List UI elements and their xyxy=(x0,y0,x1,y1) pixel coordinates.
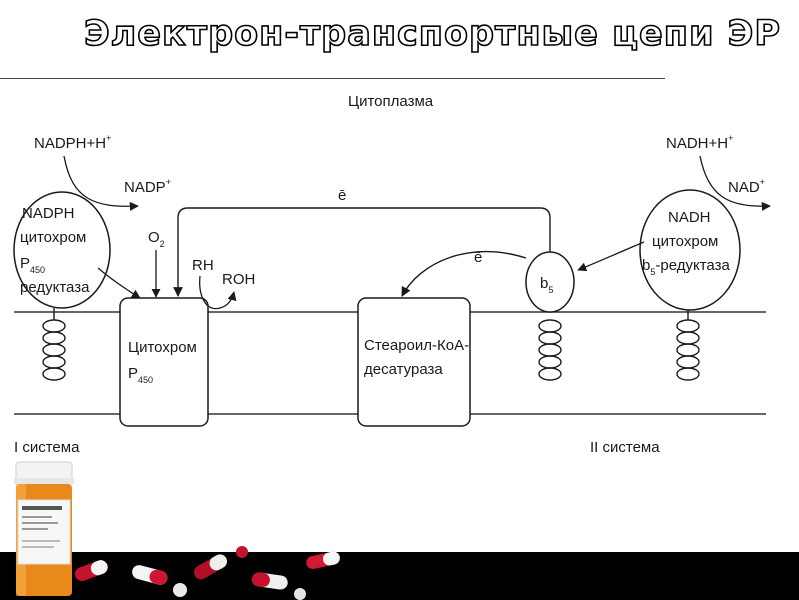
nadph-h-label: NADPH+H+ xyxy=(34,133,111,152)
decorative-medicine-bottle xyxy=(14,461,74,596)
nadh-h-label: NADH+H+ xyxy=(666,133,733,152)
nadh-reductase-circle xyxy=(639,189,741,311)
title-divider xyxy=(0,78,665,79)
reductase-to-p450-arrow xyxy=(97,267,141,299)
membrane-anchor-coil-left xyxy=(42,308,66,381)
decorative-bottom-bar xyxy=(0,552,799,600)
cytochrome-p450-line1: Цитохром xyxy=(128,339,197,356)
cytochrome-p450-line2: P450 xyxy=(128,365,153,385)
nadp-label: NADP+ xyxy=(124,177,171,196)
decorative-pills-image xyxy=(74,546,340,600)
desaturase-line1: Стеароил-КоА- xyxy=(364,337,469,354)
membrane-anchor-coil-b5 xyxy=(538,319,562,381)
electron-label-mid: ē xyxy=(474,249,482,266)
hydroxylation-arrow xyxy=(199,275,237,310)
nad-label: NAD+ xyxy=(728,177,765,196)
nadph-reductase-line2: цитохром xyxy=(20,229,86,246)
desaturase-line2: десатураза xyxy=(364,361,443,378)
system-one-label: I система xyxy=(14,439,80,456)
electron-label-top: ē xyxy=(338,187,346,204)
b5-to-desaturase-arrow xyxy=(401,250,527,297)
nadh-reductase-line2: цитохром xyxy=(652,233,718,250)
stearoyl-coa-desaturase-box xyxy=(357,297,471,427)
nadph-oxidation-arrow xyxy=(63,155,139,211)
slide-title: Электрон-транспортные цепи ЭР xyxy=(83,13,781,55)
nadph-reductase-line3: P450 xyxy=(20,255,45,275)
oxygen-label: O2 xyxy=(148,229,165,249)
nadh-oxidation-arrow xyxy=(699,155,771,211)
nadph-reductase-line1: NADPH xyxy=(22,205,75,222)
product-roh-label: ROH xyxy=(222,271,255,288)
cytoplasm-label: Цитоплазма xyxy=(348,93,434,110)
nadph-reductase-circle xyxy=(13,191,111,309)
er-electron-transport-diagram: Цитоплазма NADPH+H+ NADP+ NADPH цитохром… xyxy=(13,93,771,456)
substrate-rh-label: RH xyxy=(192,257,214,274)
cytochrome-b5-oval xyxy=(525,251,575,313)
cytochrome-p450-box xyxy=(119,297,209,427)
nadh-reductase-line3: b5-редуктаза xyxy=(642,257,730,277)
system-two-label: II система xyxy=(590,439,660,456)
cytochrome-b5-label: b5 xyxy=(540,275,553,295)
electron-transfer-loop-arrow xyxy=(173,207,551,297)
membrane-anchor-coil-right xyxy=(676,308,700,381)
nadh-reductase-line1: NADH xyxy=(668,209,711,226)
nadph-reductase-line4: редуктаза xyxy=(20,279,90,296)
nadh-reductase-to-b5-arrow xyxy=(577,241,645,272)
